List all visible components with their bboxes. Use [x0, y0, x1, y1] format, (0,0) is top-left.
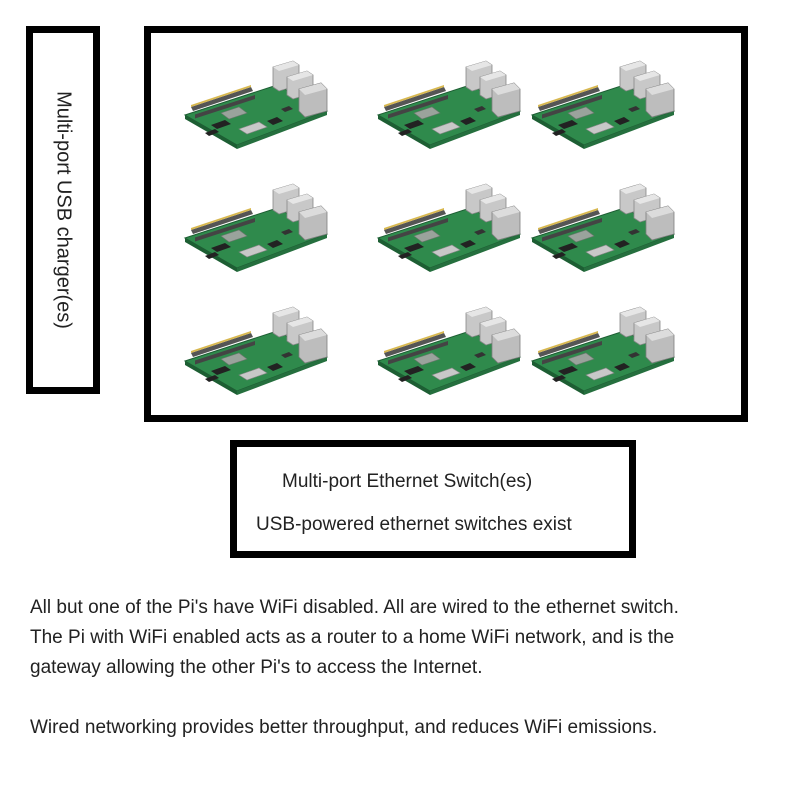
description-line: gateway allowing the other Pi's to acces…	[30, 653, 679, 683]
raspberry-pi-board-icon	[374, 55, 524, 151]
ethernet-switch-title: Multi-port Ethernet Switch(es)	[282, 471, 532, 493]
ethernet-switch-box: Multi-port Ethernet Switch(es) USB-power…	[230, 440, 636, 558]
raspberry-pi-board-icon	[181, 301, 331, 397]
ethernet-switch-note: USB-powered ethernet switches exist	[256, 514, 572, 536]
usb-charger-box: Multi-port USB charger(es)	[26, 26, 100, 394]
description-paragraph: All but one of the Pi's have WiFi disabl…	[30, 593, 679, 683]
raspberry-pi-board-icon	[181, 178, 331, 274]
raspberry-pi-board-icon	[374, 178, 524, 274]
raspberry-pi-board-icon	[528, 178, 678, 274]
raspberry-pi-board-icon	[181, 55, 331, 151]
raspberry-pi-board-icon	[528, 301, 678, 397]
raspberry-pi-board-icon	[528, 55, 678, 151]
pi-cluster-box	[144, 26, 748, 422]
usb-charger-label: Multi-port USB charger(es)	[52, 91, 75, 329]
description-line: All but one of the Pi's have WiFi disabl…	[30, 593, 679, 623]
description-line: The Pi with WiFi enabled acts as a route…	[30, 623, 679, 653]
description-footer: Wired networking provides better through…	[30, 713, 657, 743]
raspberry-pi-board-icon	[374, 301, 524, 397]
